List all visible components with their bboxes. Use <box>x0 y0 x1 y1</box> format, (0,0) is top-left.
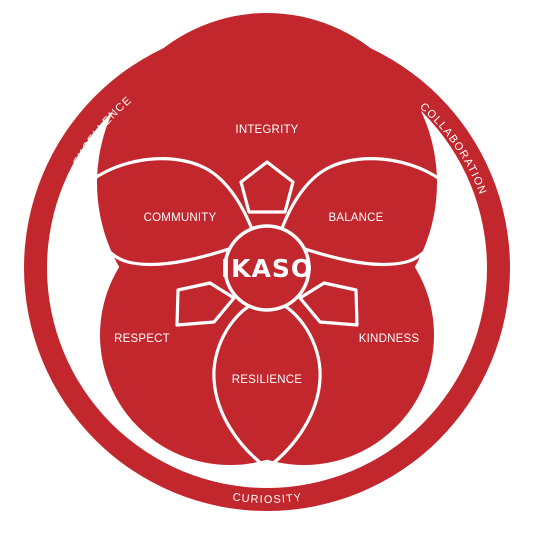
label-community: COMMUNITY <box>144 212 217 224</box>
trefoil <box>97 13 437 465</box>
label-balance: BALANCE <box>328 212 383 224</box>
pentagon-left <box>175 281 236 327</box>
petal-bottom-outline <box>212 296 322 470</box>
label-integrity: INTEGRITY <box>235 124 298 136</box>
center-label: IKASO <box>221 254 313 283</box>
pentagon-right <box>298 281 359 327</box>
pentagon-top <box>239 160 295 214</box>
center-badge <box>223 224 311 312</box>
ring-label-curiosity-path: CURIOSITY <box>232 491 302 506</box>
ring-label-curiosity: CURIOSITY <box>232 491 303 506</box>
label-kindness: KINDNESS <box>359 333 420 345</box>
label-respect: RESPECT <box>114 333 170 345</box>
label-resilience: RESILIENCE <box>232 374 303 386</box>
